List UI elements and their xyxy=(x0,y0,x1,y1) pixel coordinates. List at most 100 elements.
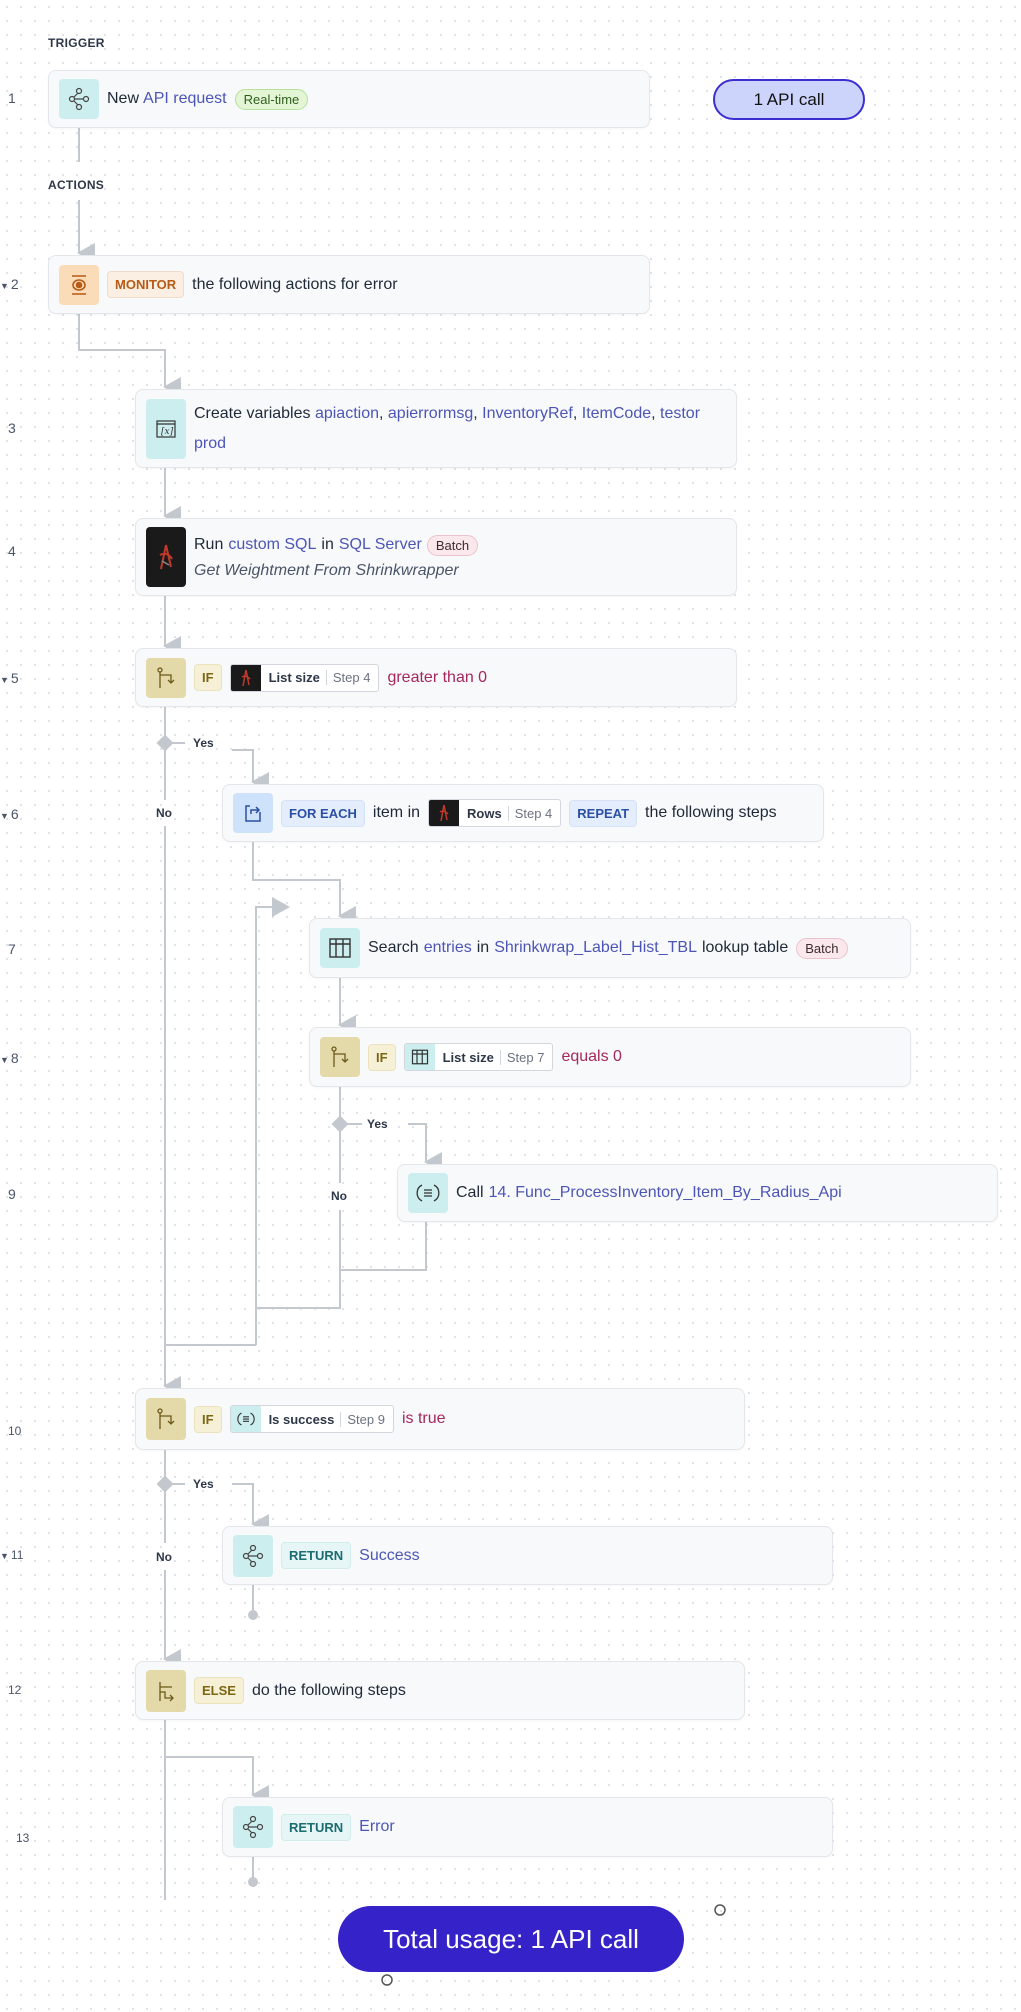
sql-server-icon xyxy=(230,664,261,691)
step-number-text: 2 xyxy=(10,276,19,292)
search-text: Search xyxy=(368,939,419,956)
table-icon xyxy=(404,1044,435,1070)
step-2-monitor-card[interactable]: MONITOR the following actions for error xyxy=(48,255,650,314)
yes-branch-label: Yes xyxy=(367,1117,388,1131)
datapill-rows[interactable]: Rows Step 4 xyxy=(428,799,562,827)
monitor-text: the following actions for error xyxy=(192,275,398,293)
variable-link[interactable]: testor prod xyxy=(194,404,701,452)
trigger-section-label: TRIGGER xyxy=(48,36,105,50)
if-branch-icon xyxy=(146,1398,186,1440)
collapse-icon[interactable]: ▼ xyxy=(0,1551,9,1561)
no-branch-label: No xyxy=(331,1189,347,1203)
recipe-function-link[interactable]: 14. Func_ProcessInventory_Item_By_Radius… xyxy=(488,1184,842,1201)
if-keyword: IF xyxy=(194,1405,222,1433)
return-value[interactable]: Success xyxy=(359,1546,420,1564)
return-keyword: RETURN xyxy=(281,1542,352,1569)
batch-badge: Batch xyxy=(426,534,479,556)
step-number[interactable]: ▼6 xyxy=(0,806,24,822)
create-variables-text: Create variables xyxy=(194,404,311,422)
else-text: do the following steps xyxy=(251,1681,406,1699)
batch-badge: Batch xyxy=(796,937,848,959)
monitor-eye-icon xyxy=(59,264,99,305)
step-number-text: 6 xyxy=(10,806,19,822)
step-number: 7 xyxy=(8,941,16,957)
in-text: in xyxy=(321,536,334,553)
step-number-text: 11 xyxy=(10,1548,24,1562)
sql-server-icon xyxy=(146,527,186,587)
svg-text:[x]: [x] xyxy=(161,427,174,437)
collapse-icon[interactable]: ▼ xyxy=(0,811,9,821)
collapse-icon[interactable]: ▼ xyxy=(0,675,9,685)
condition-text: is true xyxy=(401,1410,446,1427)
step-number[interactable]: ▼2 xyxy=(0,276,24,292)
step-1-trigger-card[interactable]: New API request Real-time xyxy=(48,70,650,128)
total-usage-badge: Total usage: 1 API call xyxy=(338,1906,684,1972)
datapill-step: Step 4 xyxy=(325,670,379,685)
condition-text: equals 0 xyxy=(561,1048,622,1065)
step-number[interactable]: ▼5 xyxy=(0,670,24,686)
step-11-return-card[interactable]: RETURN Success xyxy=(222,1526,833,1585)
step-number[interactable]: ▼8 xyxy=(0,1050,24,1066)
datapill-label: Is success xyxy=(268,1411,335,1427)
step-13-return-card[interactable]: RETURN Error xyxy=(222,1797,833,1857)
table-icon xyxy=(320,928,360,968)
step-number: 12 xyxy=(8,1683,22,1697)
repeat-keyword: REPEAT xyxy=(569,799,638,827)
trigger-text: New xyxy=(107,90,140,107)
step-4-sql-card[interactable]: Run custom SQL in SQL Server Batch Get W… xyxy=(135,518,737,596)
lookup-table-text: lookup table xyxy=(701,939,789,956)
collapse-icon[interactable]: ▼ xyxy=(0,281,9,291)
collapse-icon[interactable]: ▼ xyxy=(0,1055,9,1065)
step-number: 4 xyxy=(8,543,16,559)
else-keyword: ELSE xyxy=(194,1677,244,1704)
api-trigger-icon xyxy=(59,79,99,119)
return-icon xyxy=(233,1534,273,1577)
in-text: in xyxy=(476,939,490,956)
if-branch-icon xyxy=(320,1037,360,1077)
datapill-label: Rows xyxy=(467,805,502,821)
run-text: Run xyxy=(194,536,224,553)
item-in-text: item in xyxy=(372,804,421,821)
return-keyword: RETURN xyxy=(281,1813,352,1841)
api-request-link[interactable]: API request xyxy=(143,90,227,107)
repeat-icon xyxy=(233,793,273,833)
custom-sql-link[interactable]: custom SQL xyxy=(228,536,317,553)
step-subtitle: Get Weightment From Shrinkwrapper xyxy=(194,561,459,579)
step-3-create-variables-card[interactable]: [x] Create variables apiaction, apierror… xyxy=(135,389,737,468)
step-number[interactable]: ▼11 xyxy=(0,1548,24,1562)
call-text: Call xyxy=(456,1184,484,1201)
function-call-icon xyxy=(230,1406,261,1432)
variable-link[interactable]: apierrormsg xyxy=(387,404,474,422)
variable-link[interactable]: InventoryRef xyxy=(482,404,573,422)
step-12-else-card[interactable]: ELSE do the following steps xyxy=(135,1661,745,1720)
step-number: 13 xyxy=(16,1831,30,1845)
entries-link[interactable]: entries xyxy=(423,939,472,956)
step-number: 1 xyxy=(8,90,16,106)
no-branch-label: No xyxy=(156,1550,172,1564)
if-keyword: IF xyxy=(368,1043,396,1071)
step-number: 3 xyxy=(8,420,16,436)
datapill-step: Step 4 xyxy=(507,805,561,821)
step-9-call-card[interactable]: Call 14. Func_ProcessInventory_Item_By_R… xyxy=(397,1164,998,1222)
step-7-search-card[interactable]: Search entries in Shrinkwrap_Label_Hist_… xyxy=(309,918,911,978)
return-icon xyxy=(233,1806,273,1848)
actions-section-label: ACTIONS xyxy=(48,178,105,192)
lookup-table-link[interactable]: Shrinkwrap_Label_Hist_TBL xyxy=(494,939,697,956)
condition-text: greater than 0 xyxy=(387,668,488,686)
step-number: 10 xyxy=(8,1424,22,1438)
monitor-keyword: MONITOR xyxy=(107,271,185,298)
return-value[interactable]: Error xyxy=(359,1818,395,1835)
variable-link[interactable]: apiaction xyxy=(314,404,379,422)
sql-server-link[interactable]: SQL Server xyxy=(338,536,422,553)
sql-server-icon xyxy=(429,800,460,826)
variable-link[interactable]: ItemCode xyxy=(581,404,652,422)
else-branch-icon xyxy=(146,1669,186,1712)
step-number: 9 xyxy=(8,1186,16,1202)
